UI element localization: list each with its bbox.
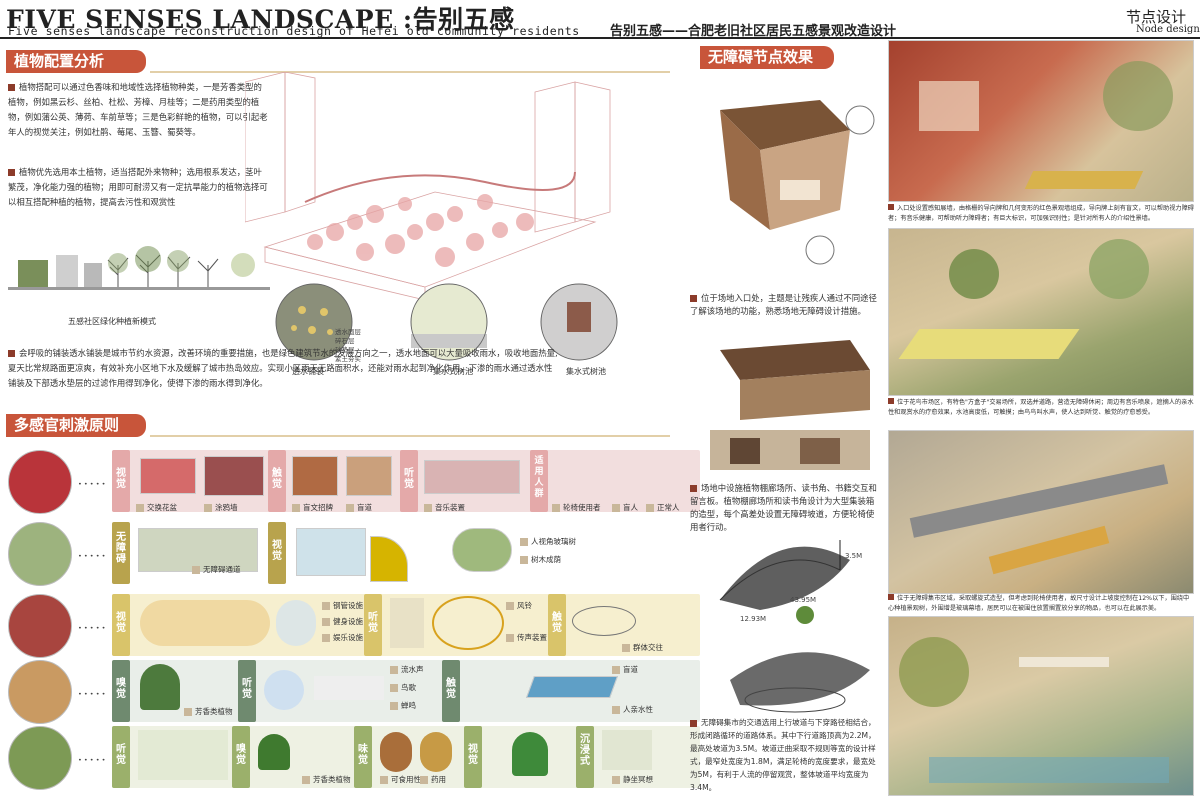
water-illustration <box>264 670 304 710</box>
barrier-text-3: 无障碍集市的交通选用上行坡道与下穿路径相结合，形成闭路循环的道路体系。其中下行道… <box>690 718 876 792</box>
row-photo <box>8 660 72 724</box>
fitness-illustration <box>140 600 270 646</box>
pavilion-render <box>888 616 1194 796</box>
waterside-illustration <box>525 676 619 698</box>
page-title: FIVE SENSES LANDSCAPE :告别五感 <box>6 5 515 34</box>
row-label: 视觉 <box>116 612 126 634</box>
row-label-3: 触觉 <box>552 612 562 634</box>
row-label-2: 视觉 <box>272 540 282 562</box>
node-design-title: 节点设计 <box>1126 8 1187 26</box>
spiral-ramp-model <box>719 540 870 713</box>
detail-label-2: 集水式树池 <box>433 367 473 376</box>
bird-cicada-illustration <box>314 676 384 700</box>
row-photo <box>8 594 72 658</box>
container-pavilion-model <box>710 340 870 470</box>
accessible-path-illustration <box>138 528 258 572</box>
plant-paragraph-3: 会呼吸的铺装透水铺装是城市节约水资源，改善环境的重要措施，也是绿色建筑节水的发展… <box>8 348 558 388</box>
entrance-render <box>888 40 1194 202</box>
music-device-illustration <box>424 460 520 494</box>
flower-market-render <box>888 228 1194 396</box>
render-caption-2: 位于花鸟市场区，有特色"方盒子"交易场所，双选并道路，营造无障碍休闲；周边有音乐… <box>888 398 1194 416</box>
row-label-bg <box>112 450 130 512</box>
paving-detail-circles <box>275 283 618 361</box>
plant-paragraph-1: 植物搭配可以通过色香味和地域性选择植物种类，一是芳香类型的植物，例如黑云杉、丝柏… <box>8 82 268 137</box>
entrance-wall-model <box>720 100 875 265</box>
aromatic-tree-illustration <box>258 734 290 770</box>
sense-row-3: • • • • • 视觉 钢管设施 健身设施 娱乐设施 听觉 风铃 传声装置 触… <box>0 590 700 662</box>
aromatic-plant-illustration <box>140 664 180 710</box>
detail-label-1: 透水铺装 <box>292 367 324 376</box>
row-connector: • • • • • <box>78 480 106 488</box>
play-illustration <box>276 600 316 646</box>
planting-mode-caption: 五感社区绿化种植新模式 <box>68 317 156 326</box>
bullet-icon <box>8 84 15 91</box>
graffiti-illustration <box>204 456 264 496</box>
tactile-path-illustration <box>346 456 392 496</box>
row-label-2: 听觉 <box>242 678 252 700</box>
group-interaction-illustration <box>572 606 636 636</box>
multisense-section-bar <box>150 435 670 437</box>
row-label-4: 视觉 <box>468 744 478 766</box>
glass-tree-illustration <box>296 528 366 576</box>
row-label: 视觉 <box>116 468 126 490</box>
barrier-text-2: 场地中设施植物棚廊场所、读书角、书籍交互和留言板。植物棚廊场所和读书角设计为大型… <box>690 483 877 532</box>
wind-chime-illustration <box>390 598 424 648</box>
plant-section-heading: 植物配置分析 <box>6 50 146 73</box>
dimension-width: 12.93M <box>740 615 767 623</box>
row-label-3: 味觉 <box>358 744 368 766</box>
market-spiral-render <box>888 430 1194 594</box>
meditation-illustration <box>602 730 652 770</box>
row-photo <box>8 522 72 586</box>
sense-row-4: • • • • • 嗅觉 芳香类植物 听觉 流水声 鸟歌 蝉鸣 触觉 盲道 人亲… <box>0 656 700 728</box>
row-label-2: 触觉 <box>272 468 282 490</box>
dimension-height: 3.5M <box>845 552 863 560</box>
row-label-3: 触觉 <box>446 678 456 700</box>
row-photo <box>8 450 72 514</box>
subtitle-english: Five senses landscape reconstruction des… <box>8 24 580 38</box>
plant-paragraph-2: 植物优先选用本土植物，适当搭配外来物种；选用根系发达，茎叶繁茂，净化能力强的植物… <box>8 167 268 207</box>
detail-label-3: 集水式树池 <box>566 367 606 376</box>
row-photo <box>8 726 72 790</box>
sense-row-1: • • • • • 视觉 交换花盆 涂鸦墙 触觉 盲文招牌 盲道 听觉 音乐装置… <box>0 446 700 518</box>
row-label: 听觉 <box>116 744 126 766</box>
barrier-section-heading: 无障碍节点效果 <box>700 46 834 69</box>
row-label-4: 适用人群 <box>534 456 544 499</box>
dimension-length: 43.95M <box>790 596 817 604</box>
row-label-5: 沉浸式 <box>580 734 590 767</box>
medicinal-plant-illustration <box>420 732 452 772</box>
bullet-icon <box>8 350 15 357</box>
sound-ring-illustration <box>432 596 504 650</box>
birds-illustration <box>138 730 228 780</box>
multisense-section-heading: 多感官刺激原则 <box>6 414 146 437</box>
layer-labels: 透水面层碎石层砂垫层素土夯实 <box>335 328 361 363</box>
row-label-3: 听觉 <box>404 468 414 490</box>
leaf-tree-illustration <box>512 732 548 776</box>
flowerpot-illustration <box>140 458 196 494</box>
plant-section-bar <box>150 71 670 73</box>
planting-elevation-illustration <box>8 246 270 290</box>
row-label: 嗅觉 <box>116 678 126 700</box>
header-divider <box>0 37 1200 39</box>
render-caption-1: 入口处设置感知展墙，由格栅的导向牌和几何变形的红色景观墙组成，导向牌上刻有盲文，… <box>888 204 1194 222</box>
render-caption-3: 位于无障碍集市区域，采取螺旋式造型，但考虑到轮椅使用者，故尺寸设计上坡度控制在1… <box>888 594 1190 612</box>
row-label-2: 嗅觉 <box>236 744 246 766</box>
braille-sign-illustration <box>292 456 338 496</box>
barrier-text-1: 位于场地入口处，主题是让残疾人通过不同途径了解该场地的功能，熟悉场地无障碍设计措… <box>690 293 877 316</box>
bullet-icon <box>8 169 15 176</box>
site-axonometric-drawing <box>245 72 611 301</box>
tree-shade-illustration <box>452 528 512 572</box>
row-label-2: 听觉 <box>368 612 378 634</box>
sense-row-5: • • • • • 听觉 嗅觉 芳香类植物 味觉 可食用性 药用 视觉 沉浸式 … <box>0 722 700 794</box>
node-design-title-en: Node design <box>1136 24 1200 35</box>
sense-row-2: • • • • • 无障碍 无障碍通道 视觉 人视角玻璃树 树木成荫 <box>0 518 700 590</box>
subtitle-chinese: 告别五感——合肥老旧社区居民五感景观改造设计 <box>610 24 897 39</box>
row-label: 无障碍 <box>116 532 126 565</box>
edible-plant-illustration <box>380 732 412 772</box>
